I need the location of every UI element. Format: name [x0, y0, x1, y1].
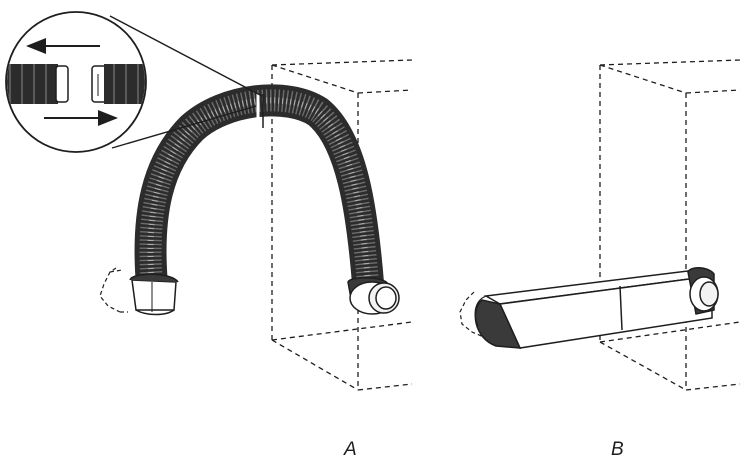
window-bracket-a: [99, 267, 128, 313]
window-bracket-b: [459, 291, 487, 339]
hose-right-fitting: [347, 277, 400, 315]
hose-left-fitting: [129, 273, 179, 316]
straight-duct: [474, 267, 719, 349]
detail-magnifier: [5, 11, 147, 153]
exhaust-hose: [134, 84, 384, 287]
figure-a-label: A: [344, 439, 357, 460]
wall-box-b: [599, 59, 741, 391]
callout-lines: [109, 15, 263, 149]
figure-a: [5, 11, 413, 391]
figure-b-label: B: [611, 439, 624, 460]
figure-b: [459, 59, 741, 391]
